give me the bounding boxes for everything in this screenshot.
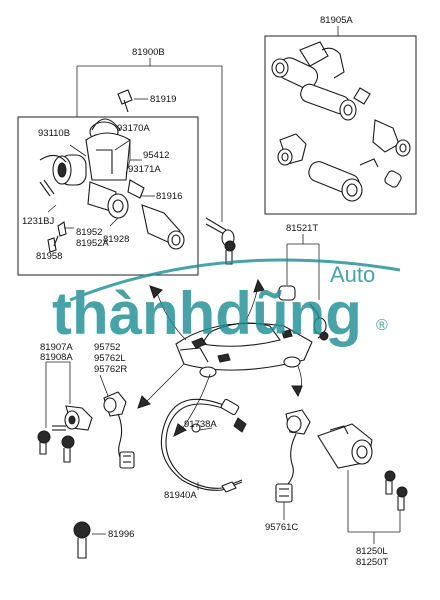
label-81905A: 81905A	[320, 15, 353, 26]
label-95412: 95412	[143, 150, 169, 161]
spring-parts	[39, 179, 67, 253]
vehicle-outline	[175, 322, 313, 378]
lock-body-81905A	[271, 41, 411, 157]
door-lock-81905A	[308, 158, 402, 202]
label-91738A: 91738A	[184, 419, 217, 430]
label-93170A: 93170A	[117, 123, 150, 134]
label-95762L: 95762L	[94, 353, 126, 364]
label-95752: 95752	[94, 342, 120, 353]
key-81900B	[205, 217, 236, 265]
cable-81940A	[160, 398, 247, 493]
label-81952: 81952	[76, 227, 102, 238]
label-1231BJ: 1231BJ	[22, 216, 54, 227]
label-81907A: 81907A	[40, 342, 73, 353]
watermark-swoosh	[69, 258, 401, 302]
small-lock-81905A	[277, 133, 307, 166]
label-95761C: 95761C	[265, 522, 298, 533]
label-81928: 81928	[103, 234, 129, 245]
assembly-81900B	[17, 58, 223, 276]
part-labels: 81905A 81900B 81919 93110B 93170A 95412 …	[22, 15, 388, 568]
label-81916: 81916	[156, 191, 182, 202]
assembly-81907A	[37, 361, 93, 463]
ignition-switch-body	[39, 118, 185, 250]
label-81521T: 81521T	[286, 223, 318, 234]
watermark: thànhdũng Auto ®	[52, 258, 401, 347]
label-93110B: 93110B	[38, 128, 70, 139]
label-81996: 81996	[108, 529, 134, 540]
watermark-auto: Auto	[330, 262, 375, 287]
assembly-81521T	[278, 234, 329, 341]
screw-81919	[117, 89, 148, 113]
sensor-95752	[99, 374, 135, 469]
label-93171A: 93171A	[128, 164, 161, 175]
label-81250L: 81250L	[356, 546, 388, 557]
label-81940A: 81940A	[164, 490, 197, 501]
assembly-81905A	[264, 26, 417, 215]
assembly-81250L	[317, 423, 408, 544]
sensor-95761C	[275, 409, 311, 520]
label-81908A: 81908A	[40, 352, 73, 363]
label-81958: 81958	[36, 251, 62, 262]
label-81952A: 81952A	[76, 238, 109, 249]
label-95762R: 95762R	[94, 364, 127, 375]
key-81996	[73, 521, 106, 559]
label-81919: 81919	[150, 94, 176, 105]
watermark-registered: ®	[376, 317, 388, 334]
label-81900B: 81900B	[132, 47, 165, 58]
watermark-brand: thànhdũng	[52, 280, 362, 347]
arrows	[137, 278, 303, 437]
label-81250T: 81250T	[356, 557, 388, 568]
